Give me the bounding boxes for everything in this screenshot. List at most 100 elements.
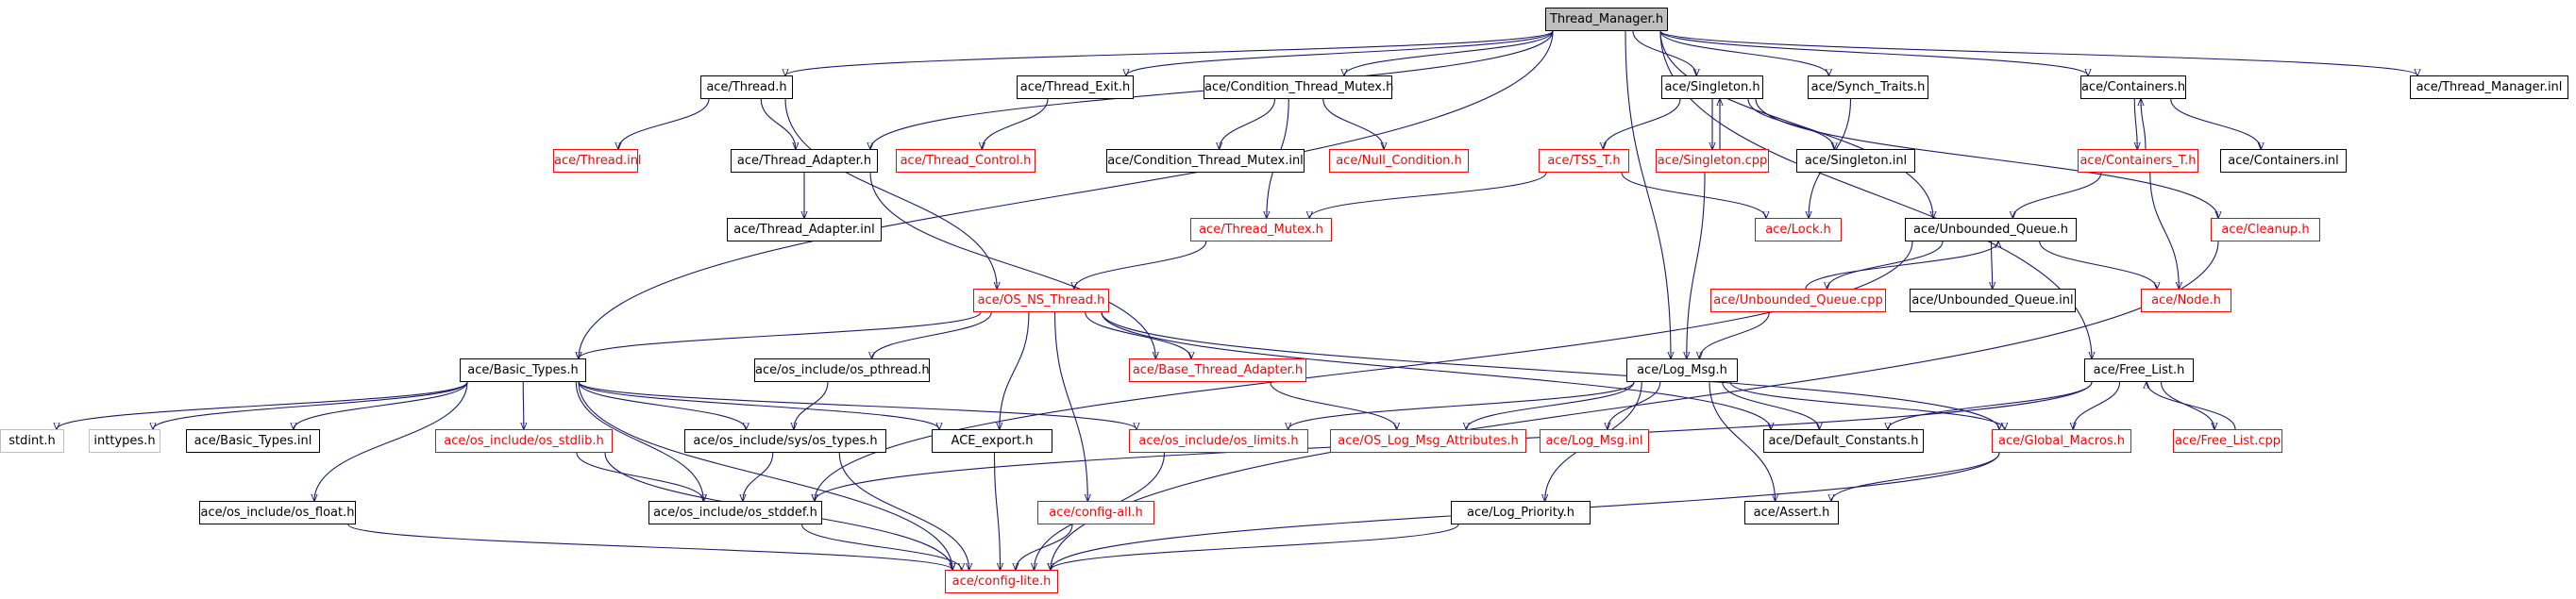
graph-node[interactable]: ace/Thread.h bbox=[700, 75, 793, 99]
graph-node[interactable]: ace/Null_Condition.h bbox=[1329, 149, 1469, 173]
graph-node[interactable]: ace/Synch_Traits.h bbox=[1808, 75, 1928, 99]
edge-basic_types_h-to-stdint bbox=[57, 381, 468, 429]
edge-config_all-to-config_lite bbox=[1016, 524, 1073, 570]
edge-thread_mutex-to-os_ns_thread bbox=[1074, 241, 1207, 289]
edge-os_float-to-config_lite bbox=[347, 524, 952, 570]
graph-node[interactable]: ace/Free_List.h bbox=[2084, 358, 2194, 382]
graph-node[interactable]: ace/Thread.inl bbox=[553, 149, 642, 173]
graph-node[interactable]: ace/Thread_Manager.inl bbox=[2410, 75, 2568, 99]
graph-node[interactable]: ace/Assert.h bbox=[1744, 501, 1839, 524]
edge-containers_t-to-containers_h bbox=[2141, 99, 2147, 150]
edge-basic_types_h-to-os_limits bbox=[578, 381, 1136, 429]
graph-node[interactable]: ace/OS_Log_Msg_Attributes.h bbox=[1330, 429, 1526, 453]
graph-node[interactable]: ace/Default_Constants.h bbox=[1763, 429, 1924, 453]
graph-node[interactable]: ace/config-all.h bbox=[1037, 501, 1154, 524]
graph-node[interactable]: ace/os_include/os_float.h bbox=[199, 501, 356, 524]
edge-os_ns_thread-to-global_macros bbox=[1101, 311, 1999, 429]
edge-unbounded_queue_h-to-unbounded_queue_cpp bbox=[1827, 241, 1944, 289]
graph-node[interactable]: ace/Basic_Types.inl bbox=[186, 429, 320, 453]
edge-thread_h-to-thread_inl bbox=[618, 98, 710, 149]
graph-node[interactable]: ace/os_include/os_stdlib.h bbox=[435, 429, 613, 453]
graph-node[interactable]: ace/Cleanup.h bbox=[2211, 218, 2320, 241]
graph-node[interactable]: ace/os_include/os_stddef.h bbox=[648, 501, 822, 524]
edge-basic_types_h-to-config_lite bbox=[578, 381, 952, 570]
graph-node[interactable]: ace/Singleton.cpp bbox=[1656, 149, 1769, 173]
graph-node[interactable]: ace/Containers.inl bbox=[2220, 149, 2347, 173]
graph-node[interactable]: ace/Log_Msg.inl bbox=[1540, 429, 1649, 453]
edge-log_msg_h-to-default_constants bbox=[1722, 381, 1820, 429]
edge-os_ns_thread-to-ace_export bbox=[1000, 311, 1030, 429]
edge-log_msg_h-to-global_macros bbox=[1729, 381, 2005, 429]
graph-node[interactable]: ace/Free_List.cpp bbox=[2173, 429, 2282, 453]
graph-node[interactable]: ace/Thread_Adapter.h bbox=[731, 149, 878, 173]
graph-node[interactable]: ace/Thread_Adapter.inl bbox=[727, 218, 882, 241]
graph-node: stdint.h bbox=[0, 429, 64, 453]
graph-node[interactable]: ace/Unbounded_Queue.inl bbox=[1910, 289, 2076, 312]
edge-os_ns_thread-to-default_constants bbox=[1101, 311, 1771, 429]
edge-log_msg_h-to-log_msg_inl bbox=[1608, 381, 1661, 429]
edge-tm-to-synch_traits bbox=[1659, 30, 1828, 75]
graph-node[interactable]: ace/Basic_Types.h bbox=[460, 358, 586, 382]
edge-basic_types_h-to-basic_types_inl bbox=[294, 381, 468, 429]
edge-basic_types_h-to-os_stddef bbox=[575, 381, 703, 501]
graph-node[interactable]: ace/TSS_T.h bbox=[1539, 149, 1629, 173]
edge-os_pthread-to-os_sys_types bbox=[794, 381, 829, 429]
graph-node[interactable]: ace/Thread_Exit.h bbox=[1017, 75, 1134, 99]
edge-basic_types_h-to-os_sys_types bbox=[578, 381, 746, 429]
edge-global_macros-to-assert_h bbox=[1831, 452, 2000, 501]
edge-containers_t-to-unbounded_queue_h bbox=[2012, 172, 2102, 218]
edge-tm-to-containers_h bbox=[1659, 30, 2088, 75]
graph-node[interactable]: ace/Lock.h bbox=[1755, 218, 1842, 241]
graph-node[interactable]: ace/OS_NS_Thread.h bbox=[973, 289, 1109, 312]
graph-node[interactable]: ace/Condition_Thread_Mutex.h bbox=[1204, 75, 1393, 99]
edge-unbounded_queue_h-to-node_h bbox=[2039, 241, 2157, 289]
edge-log_priority-to-config_lite bbox=[1051, 524, 1459, 570]
edge-thread_adapter_h-to-base_thread_adapter bbox=[869, 172, 1155, 358]
edge-tm-to-thread_h bbox=[785, 30, 1554, 75]
graph-node[interactable]: ace/config-lite.h bbox=[945, 570, 1058, 593]
edge-tss_t-to-thread_mutex bbox=[1309, 172, 1547, 218]
graph-node[interactable]: ace/Unbounded_Queue.cpp bbox=[1710, 289, 1886, 312]
graph-node[interactable]: ace/Node.h bbox=[2141, 289, 2231, 312]
graph-node[interactable]: ace/os_include/sys/os_types.h bbox=[684, 429, 886, 453]
edge-os_stdlib-to-os_stddef bbox=[576, 452, 703, 501]
graph-node[interactable]: ace/Log_Priority.h bbox=[1451, 501, 1591, 524]
edge-basic_types_h-to-ace_export bbox=[578, 381, 939, 429]
graph-node[interactable]: ace/Log_Msg.h bbox=[1626, 358, 1738, 382]
graph-node[interactable]: ace/os_include/os_pthread.h bbox=[754, 358, 930, 382]
graph-node[interactable]: ace/Containers.h bbox=[2080, 75, 2186, 99]
edge-singleton_h-to-singleton_inl bbox=[1747, 98, 1834, 149]
graph-node[interactable]: ace/Condition_Thread_Mutex.inl bbox=[1106, 149, 1305, 173]
edge-tss_t-to-lock_h bbox=[1621, 172, 1766, 218]
edge-containers_h-to-containers_inl bbox=[2170, 98, 2261, 149]
graph-node[interactable]: ace/Singleton.inl bbox=[1796, 149, 1915, 173]
graph-node[interactable]: ace/Global_Macros.h bbox=[1992, 429, 2131, 453]
edge-unbounded_queue_h-to-os_stddef bbox=[815, 241, 1913, 501]
graph-node[interactable]: ace/Unbounded_Queue.h bbox=[1905, 218, 2077, 241]
graph-node[interactable]: ACE_export.h bbox=[932, 429, 1052, 453]
graph-node[interactable]: ace/Thread_Control.h bbox=[896, 149, 1035, 173]
graph-node[interactable]: ace/Thread_Mutex.h bbox=[1190, 218, 1332, 241]
edge-log_msg_h-to-os_log_msg_attr bbox=[1466, 381, 1635, 429]
edge-free_list_cpp-to-free_list_h bbox=[2147, 382, 2236, 430]
graph-node[interactable]: ace/Singleton.h bbox=[1661, 75, 1763, 99]
edge-os_sys_types-to-config_lite bbox=[838, 452, 968, 570]
edge-tm-to-unbounded_queue_h bbox=[1659, 30, 1933, 218]
edge-containers_t-to-node_h bbox=[2149, 172, 2180, 289]
edge-basic_types_h-to-inttypes bbox=[153, 381, 468, 429]
edge-ace_export-to-config_lite bbox=[993, 452, 1001, 570]
graph-node[interactable]: ace/os_include/os_limits.h bbox=[1129, 429, 1308, 453]
edge-tm-to-log_msg_h bbox=[1625, 30, 1671, 358]
edge-thread_h-to-thread_adapter_h bbox=[760, 98, 796, 149]
edge-tm-to-basic_types_h bbox=[579, 30, 1554, 358]
graph-node: inttypes.h bbox=[89, 429, 160, 453]
edge-os_ns_thread-to-config_all bbox=[1053, 311, 1088, 501]
edge-free_list_h-to-global_macros bbox=[2073, 381, 2121, 429]
edge-log_msg_h-to-assert_h bbox=[1709, 381, 1776, 501]
graph-node[interactable]: ace/Containers_T.h bbox=[2078, 149, 2198, 173]
edge-thread_h-to-os_ns_thread bbox=[784, 98, 997, 289]
graph-node[interactable]: ace/Base_Thread_Adapter.h bbox=[1129, 358, 1306, 382]
edge-containers_h-to-containers_t bbox=[2134, 98, 2137, 149]
edge-basic_types_h-to-os_float bbox=[314, 381, 468, 501]
edge-unbounded_queue_cpp-to-unbounded_queue_h bbox=[1805, 241, 1998, 290]
